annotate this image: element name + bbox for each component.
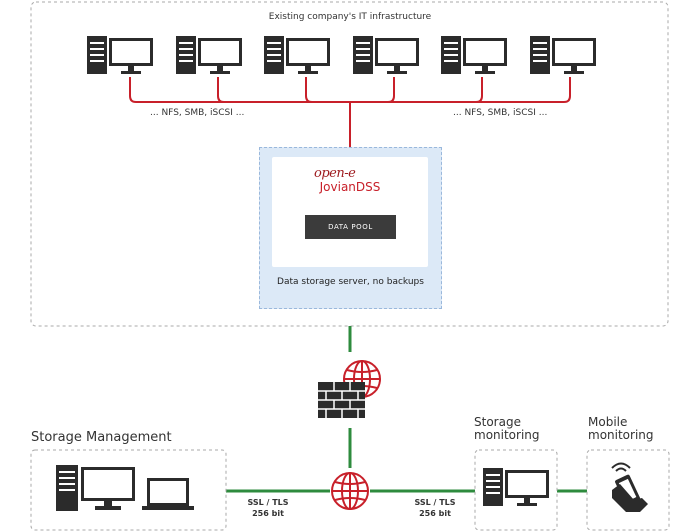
workstation-icon [353,36,419,74]
mobile-monitoring-title: Mobile monitoring [588,415,654,442]
storage-server-panel [272,157,428,267]
brand-name-bottom: JovianDSS [319,180,381,194]
mobile-monitoring-frame [586,449,670,531]
secure-links [226,326,587,493]
workstation-icon [441,36,507,74]
workstation-icon [530,36,596,74]
network-bus [129,77,571,147]
firewall-icon [318,360,381,418]
workstation-icon [87,36,153,74]
management-frame [30,449,227,531]
workstation-icon [176,36,242,74]
protocols-label-right: ... NFS, SMB, iSCSI ... [453,108,548,118]
storage-monitoring-frame [474,449,558,531]
smartphone-hand-icon [611,462,648,512]
storage-monitoring-title: Storage monitoring [474,415,540,442]
ssl-label-right: SSL / TLS 256 bit [414,498,456,518]
laptop-icon [142,478,194,510]
workstation-icon [264,36,330,74]
server-description: Data storage server, no backups [277,277,424,287]
desktop-tower-monitor-icon [56,465,135,511]
ssl-label-left: SSL / TLS 256 bit [247,498,289,518]
internet-globe-icon [331,472,369,510]
infrastructure-title: Existing company's IT infrastructure [268,12,432,22]
data-pool-block: DATA POOL [305,215,396,239]
storage-management-title: Storage Management [31,430,172,445]
protocols-label-left: ... NFS, SMB, iSCSI ... [150,108,245,118]
infrastructure-frame [30,1,669,327]
storage-monitoring-workstation-icon [483,468,549,506]
brand-name-top: open-e [314,166,356,181]
